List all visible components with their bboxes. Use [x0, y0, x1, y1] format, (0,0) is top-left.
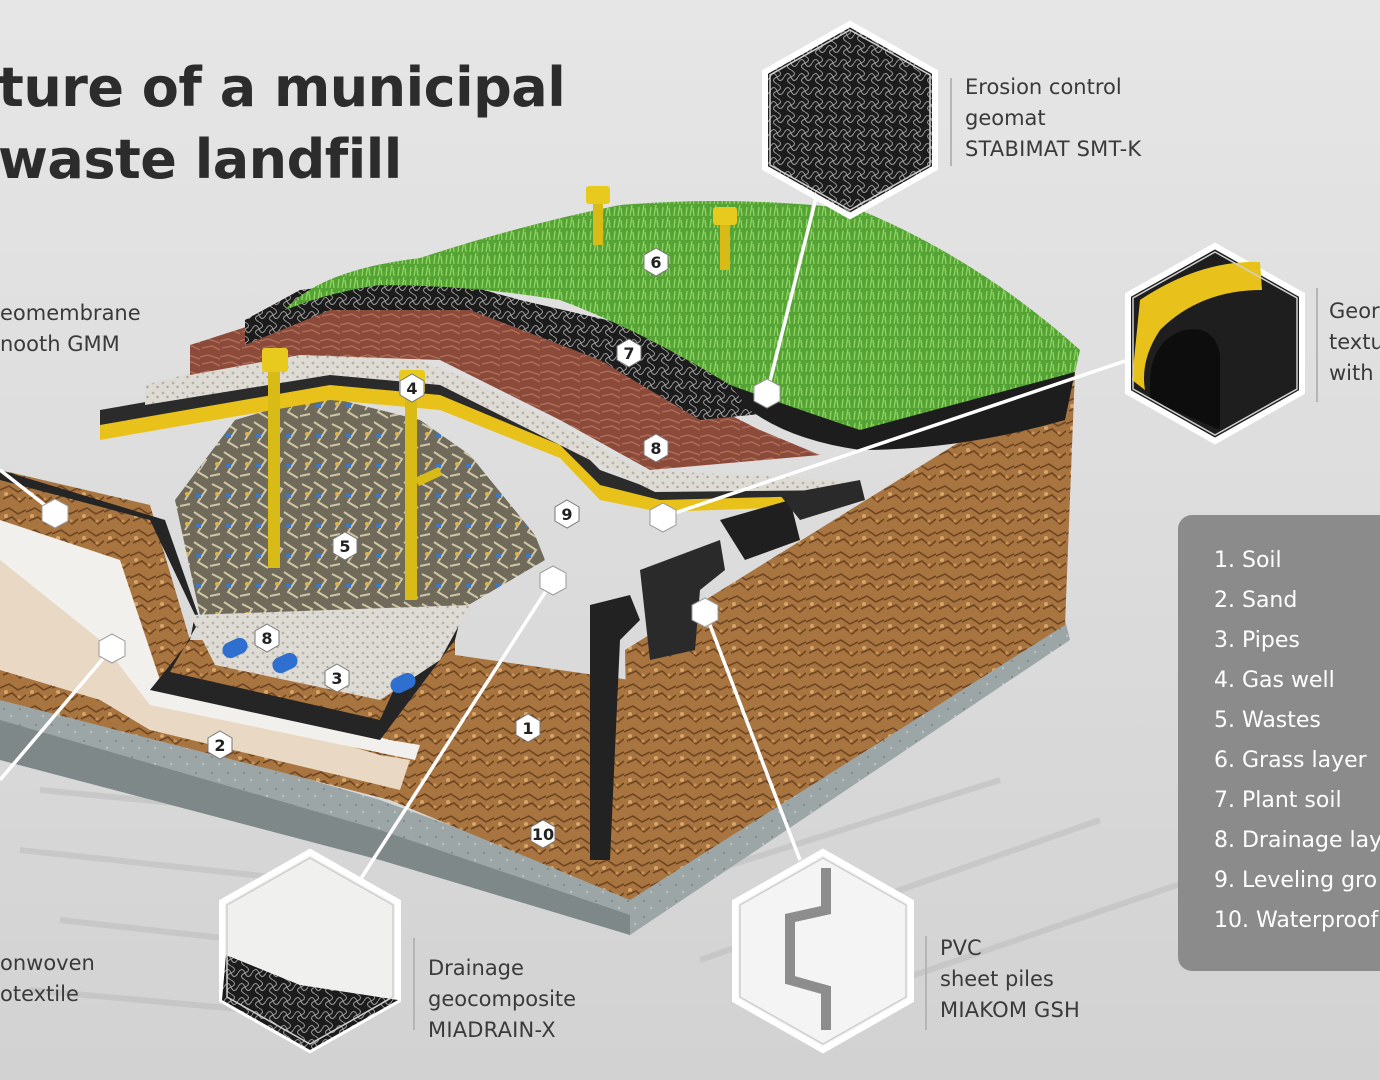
title-line-1: ture of a municipal: [0, 56, 566, 119]
callout-nonwoven-line-1: onwoven: [0, 951, 95, 975]
callout-sheet-piles: PVC sheet piles MIAKOM GSH: [940, 933, 1080, 1026]
legend-item-gas-well: 4. Gas well: [1214, 668, 1335, 693]
legend-item-leveling-ground: 9. Leveling gro: [1214, 868, 1378, 893]
badge-3: 3: [322, 663, 352, 693]
badge-2-label: 2: [214, 735, 226, 755]
badge-5-label: 5: [339, 536, 351, 556]
callout-drainage-product: MIADRAIN-X: [428, 1018, 556, 1042]
legend-item-grass-layer: 6. Grass layer: [1214, 748, 1367, 773]
hexagon-badge-icon: [515, 713, 541, 743]
hexagon-badge-icon: [207, 730, 233, 760]
title-line-2: waste landfill: [0, 128, 402, 191]
badge-7-label: 7: [623, 343, 635, 363]
badge-5: 5: [330, 531, 360, 561]
hexagon-badge-icon: [643, 433, 669, 463]
badge-8-top: 8: [641, 433, 671, 463]
callout-geomat-line-1: Erosion control: [965, 75, 1122, 99]
page-title: ture of a municipal waste landfill: [0, 52, 566, 196]
legend-item-drainage-layer: 8. Drainage lay: [1214, 828, 1380, 853]
callout-drainage-geocomposite: Drainage geocomposite MIADRAIN-X: [428, 953, 576, 1046]
badge-9-label: 9: [561, 504, 573, 524]
callout-textured-line-2: textu: [1329, 330, 1380, 354]
callout-sheet-piles-line-1: PVC: [940, 936, 982, 960]
layer-legend: 1. Soil 2. Sand 3. Pipes 4. Gas well 5. …: [1178, 515, 1380, 971]
hexagon-badge-icon: [616, 338, 642, 368]
callout-smooth-line-2: nooth GMM: [0, 332, 120, 356]
badge-10: 10: [528, 819, 558, 849]
legend-item-plant-soil: 7. Plant soil: [1214, 788, 1342, 813]
callout-textured-line-1: Geor: [1329, 299, 1380, 323]
badge-1-label: 1: [522, 718, 534, 738]
badge-2: 2: [205, 730, 235, 760]
badge-9: 9: [552, 499, 582, 529]
badge-6-label: 6: [650, 252, 662, 272]
badge-3-label: 3: [331, 668, 343, 688]
badge-4-label: 4: [406, 378, 418, 398]
badge-6: 6: [641, 247, 671, 277]
legend-item-waterproofing: 10. Waterproof: [1214, 908, 1379, 933]
hexagon-badge-icon: [324, 663, 350, 693]
callout-textured-line-3: with: [1329, 361, 1374, 385]
hexagon-badge-icon: [554, 499, 580, 529]
callout-smooth-line-1: eomembrane: [0, 301, 141, 325]
badge-4: 4: [397, 373, 427, 403]
callout-drainage-line-1: Drainage: [428, 956, 524, 980]
callout-smooth-geomembrane: eomembrane nooth GMM: [0, 298, 141, 360]
callout-geomat-line-2: geomat: [965, 106, 1046, 130]
badge-7: 7: [614, 338, 644, 368]
legend-item-pipes: 3. Pipes: [1214, 628, 1300, 653]
callout-textured-geomembrane: Geor textu with: [1329, 296, 1380, 389]
badge-8-top-label: 8: [650, 438, 662, 458]
callout-sheet-piles-product: MIAKOM GSH: [940, 998, 1081, 1022]
legend-item-sand: 2. Sand: [1214, 588, 1298, 613]
badge-8-bottom-label: 8: [261, 628, 273, 648]
callout-nonwoven-line-2: otextile: [0, 982, 79, 1006]
callout-sheet-piles-line-2: sheet piles: [940, 967, 1054, 991]
hexagon-badge-icon: [530, 819, 556, 849]
badge-10-label: 10: [531, 824, 555, 844]
hexagon-badge-icon: [399, 373, 425, 403]
legend-list: 1. Soil 2. Sand 3. Pipes 4. Gas well 5. …: [1214, 541, 1380, 941]
badge-8-bottom: 8: [252, 623, 282, 653]
callout-geomat: Erosion control geomat STABIMAT SMT-K: [965, 72, 1141, 165]
badge-1: 1: [513, 713, 543, 743]
callout-geomat-product: STABIMAT SMT-K: [965, 137, 1142, 161]
callout-drainage-line-2: geocomposite: [428, 987, 577, 1011]
legend-item-soil: 1. Soil: [1214, 548, 1282, 573]
hexagon-badge-icon: [643, 247, 669, 277]
callout-nonwoven-geotextile: onwoven otextile: [0, 948, 95, 1010]
legend-item-wastes: 5. Wastes: [1214, 708, 1321, 733]
hexagon-badge-icon: [332, 531, 358, 561]
hexagon-badge-icon: [254, 623, 280, 653]
